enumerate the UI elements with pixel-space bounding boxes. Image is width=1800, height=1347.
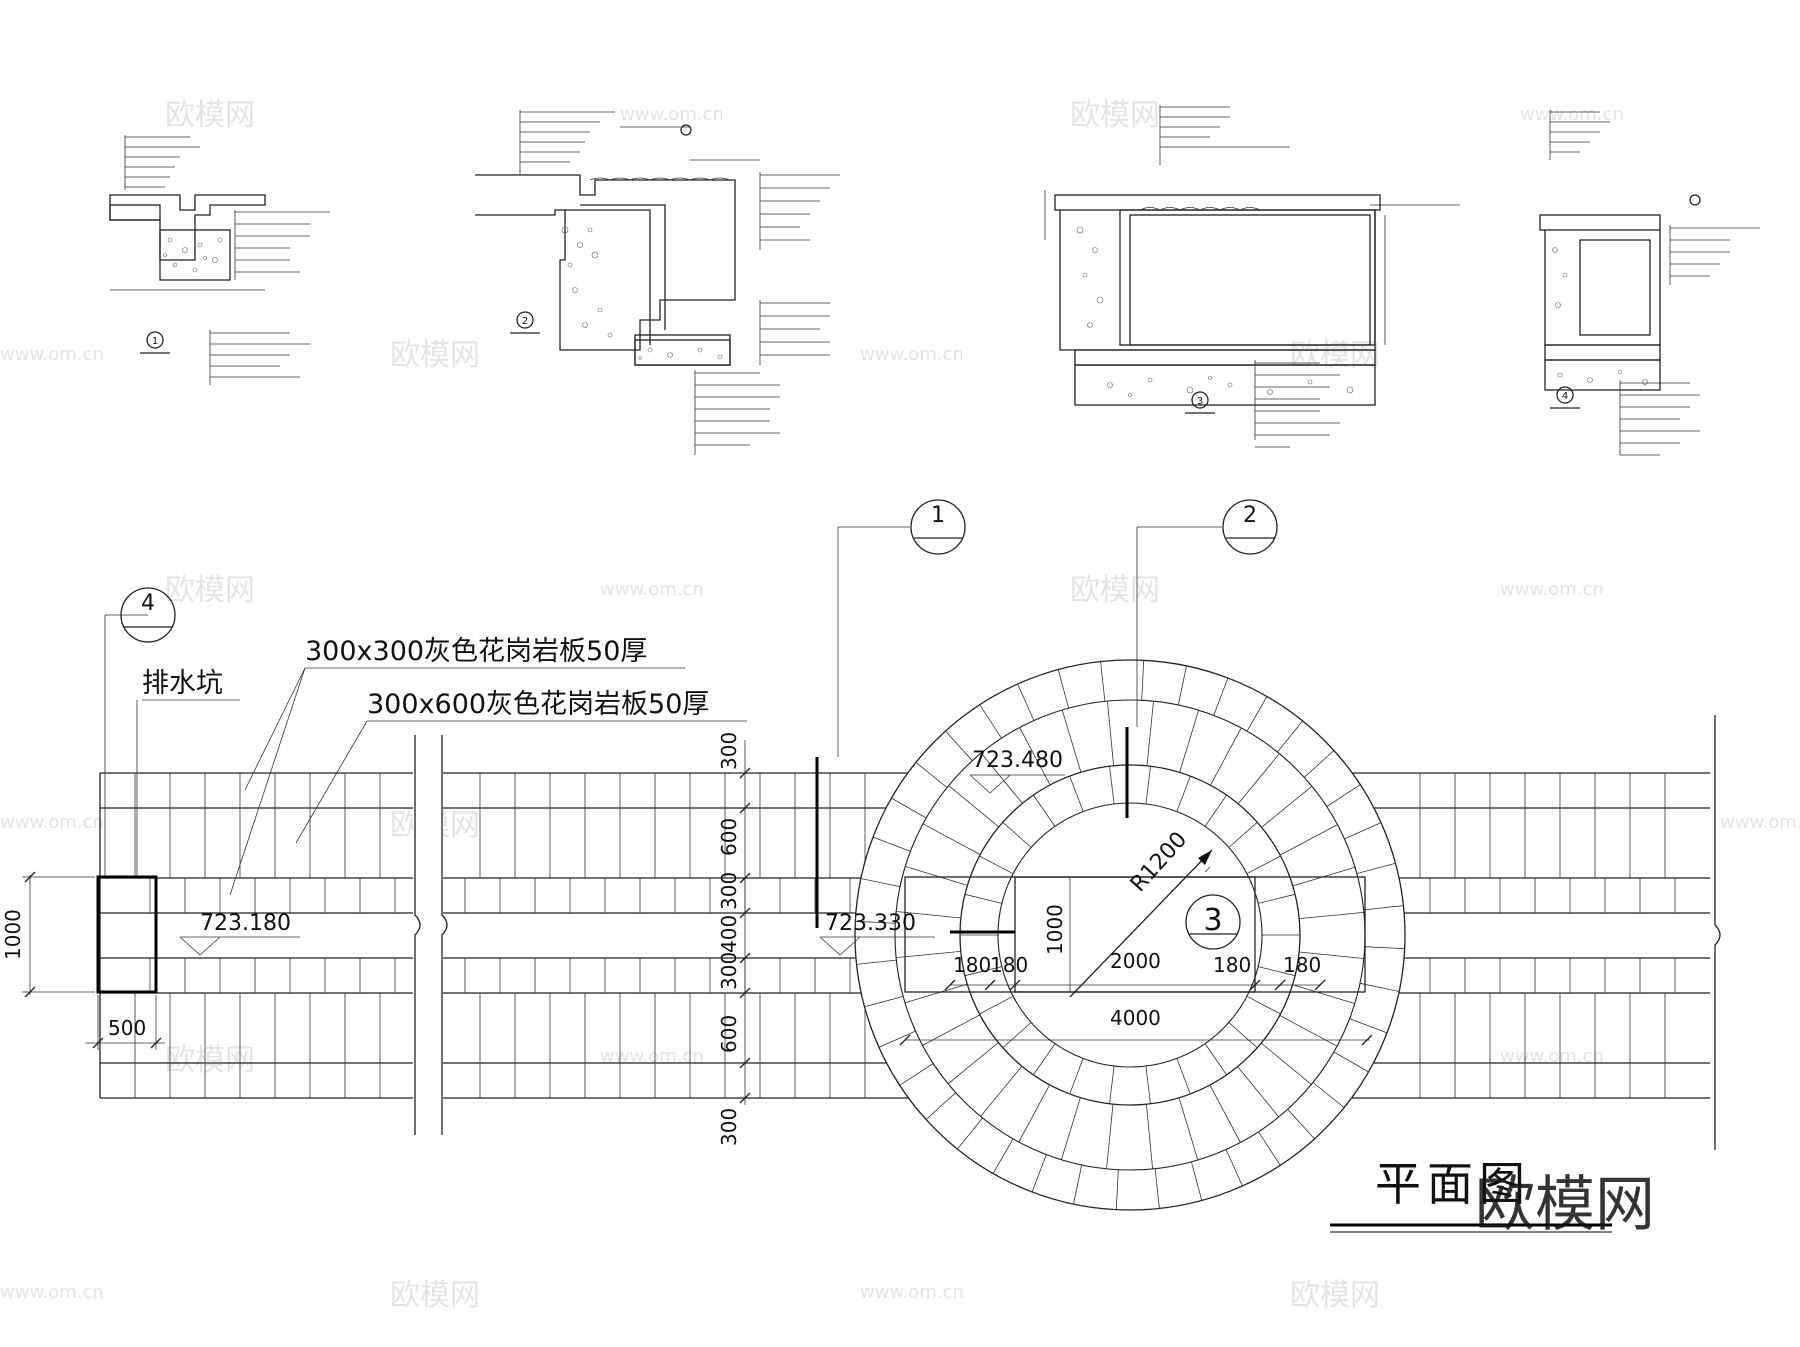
section-detail-1: 1 — [109, 135, 330, 385]
material-notes: 300x300灰色花岗岩板50厚 300x600灰色花岗岩板50厚 排水坑 — [136, 636, 747, 896]
elevation-723-330: 723.330 — [825, 911, 916, 936]
drain-pit — [96, 614, 158, 994]
detail-4-tag-circle — [1556, 386, 1574, 404]
drain-pit-label: 排水坑 — [142, 668, 223, 699]
watermark-url: www.om.cn — [1500, 1046, 1604, 1067]
watermark-url: www.om.cn — [0, 344, 104, 365]
elevation-marker-1: 723.180 — [179, 911, 300, 956]
watermark-url: www.om.cn — [860, 1282, 964, 1303]
section-detail-3: 3 — [1044, 105, 1460, 448]
detail-2-gravel — [561, 226, 723, 360]
offset-dim-a: 180 — [953, 953, 991, 977]
callout-4-number: 4 — [141, 591, 155, 616]
watermark-url: www.om.cn — [600, 1046, 704, 1067]
break-mark — [413, 735, 448, 1135]
watermark-brand: 欧模网 — [1070, 98, 1160, 133]
callout-1: 1 — [837, 499, 966, 757]
callout-4: 4 — [120, 587, 176, 643]
drain-width-dim: 500 — [108, 1016, 146, 1040]
callout-2-number: 2 — [1243, 503, 1257, 528]
section-detail-2: 2 — [475, 110, 840, 455]
detail-3-gravel — [1076, 226, 1354, 397]
radial-joints — [855, 660, 1405, 1210]
watermark-url: www.om.cn — [620, 104, 724, 125]
detail-2-tag-circle — [516, 311, 534, 329]
row-dimension-chain: 300 600 300 400 300 600 300 — [717, 732, 751, 1146]
offset-dim-d: 180 — [1283, 953, 1321, 977]
plan-title: 平面图 — [1375, 1157, 1531, 1211]
detail-2-leaders — [519, 110, 840, 455]
section-detail-4: 4 — [1539, 110, 1760, 456]
note-300x600-granite: 300x600灰色花岗岩板50厚 — [367, 689, 709, 720]
watermark-url: www.om.cn — [1500, 579, 1604, 600]
watermark-brand: 欧模网 — [1290, 1278, 1380, 1313]
watermark-url: www.om.cn — [0, 1282, 104, 1303]
row-dim-1: 300 — [717, 732, 741, 770]
watermark-url: www.om.cn — [0, 812, 104, 833]
watermark-layer: 欧模网 欧模网 www.om.cn www.om.cn 欧模网 欧模网 www.… — [0, 98, 1800, 1313]
row-dim-3: 300 — [717, 872, 741, 910]
offset-dim-b: 180 — [990, 953, 1028, 977]
watermark-brand: 欧模网 — [390, 1278, 480, 1313]
detail-1-leaders — [124, 135, 330, 385]
plan-view: 4 1 2 3 300x300灰色花岗岩板50厚 300x600灰色花岗岩板50 — [1, 499, 1721, 1240]
detail-4-leaders — [1549, 110, 1760, 456]
drain-height-dim: 1000 — [1, 909, 25, 960]
watermark-url: www.om.cn — [600, 579, 704, 600]
row-dim-4: 400 — [717, 915, 741, 953]
watermark-url: www.om.cn — [1720, 812, 1800, 833]
offset-dim-c: 180 — [1213, 953, 1251, 977]
basin-inner-dim: 2000 — [1110, 949, 1161, 973]
row-dim-7: 300 — [717, 1108, 741, 1146]
right-break-line — [1714, 715, 1721, 1150]
watermark-url: www.om.cn — [1520, 104, 1624, 125]
detail-2-tag: 2 — [522, 316, 528, 327]
watermark-url: www.om.cn — [860, 344, 964, 365]
paving-joints-middle — [464, 773, 866, 1098]
watermark-corner: 欧模网 — [1475, 1170, 1655, 1240]
basin-height-dim: 1000 — [1043, 904, 1067, 955]
detail-1-tag: 1 — [152, 336, 158, 347]
row-dim-2: 600 — [717, 818, 741, 856]
callout-2: 2 — [1136, 499, 1278, 727]
callout-3: 3 — [1185, 894, 1241, 950]
plan-title-block: 平面图 — [1330, 1157, 1612, 1233]
elevation-marker-2: 723.330 — [819, 911, 935, 956]
central-basin — [815, 727, 1366, 993]
detail-1-gravel — [163, 237, 223, 273]
elevation-marker-3: 723.480 — [969, 748, 1065, 794]
note-300x300-granite: 300x300灰色花岗岩板50厚 — [305, 636, 647, 667]
row-dim-5: 300 — [717, 952, 741, 990]
watermark-brand: 欧模网 — [1290, 338, 1380, 373]
watermark-brand: 欧模网 — [165, 1043, 255, 1078]
detail-1-tag-circle — [146, 331, 164, 349]
detail-3-tag: 3 — [1197, 396, 1203, 407]
watermark-brand: 欧模网 — [1070, 573, 1160, 608]
row-dim-6: 600 — [717, 1015, 741, 1053]
detail-3-tag-circle — [1191, 391, 1209, 409]
detail-3-leaders — [1159, 105, 1460, 448]
watermark-brand: 欧模网 — [390, 338, 480, 373]
elevation-723-180: 723.180 — [200, 911, 291, 936]
paving-joints-right — [1419, 773, 1676, 1098]
detail-4-tag: 4 — [1562, 391, 1568, 402]
detail-4-gravel — [1552, 247, 1648, 385]
left-dimensions: 1000 500 — [1, 871, 165, 1050]
elevation-723-480: 723.480 — [972, 748, 1063, 773]
watermark-brand: 欧模网 — [165, 573, 255, 608]
watermark-brand: 欧模网 — [165, 98, 255, 133]
callout-3-number: 3 — [1203, 903, 1222, 938]
basin-outer-dim: 4000 — [1110, 1006, 1161, 1030]
callout-1-number: 1 — [931, 503, 945, 528]
